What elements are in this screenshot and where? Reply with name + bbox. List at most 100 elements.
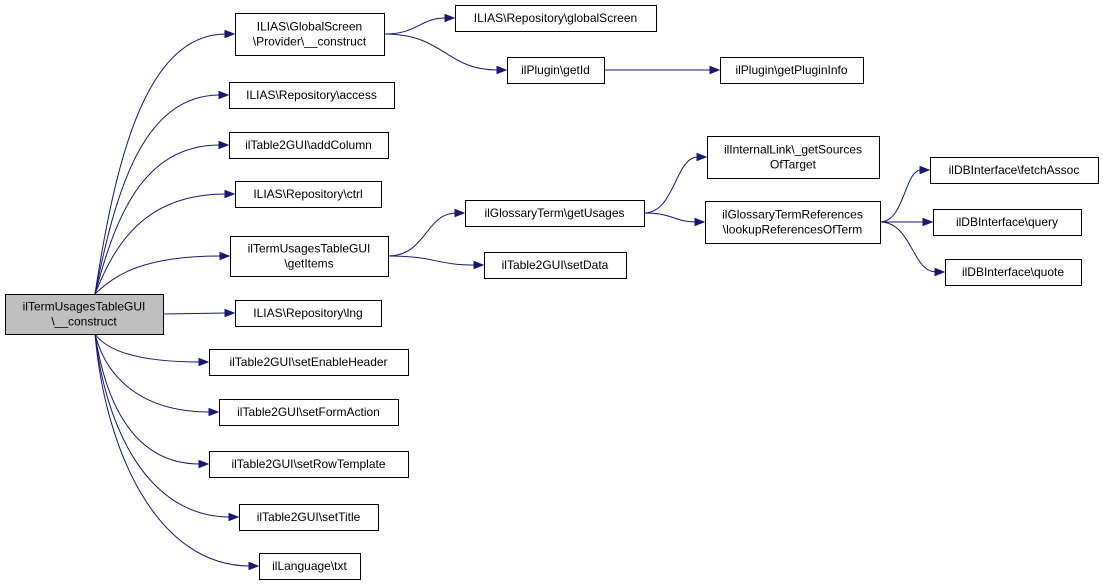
- node-setRowTemplate[interactable]: ilTable2GUI\setRowTemplate: [209, 451, 409, 478]
- node-setTitle[interactable]: ilTable2GUI\setTitle: [239, 504, 379, 531]
- edge-root-to-repo_access: [94, 90, 230, 295]
- node-label: ILIAS\Repository\lng: [253, 306, 362, 320]
- node-gs_construct[interactable]: ILIAS\GlobalScreen\Provider\__construct: [235, 13, 385, 56]
- edge-arrowhead: [248, 561, 260, 571]
- edge-line: [387, 212, 457, 257]
- node-label: ilGlossaryTermReferences: [722, 208, 863, 222]
- edge-root-to-setEnableHeader: [94, 333, 210, 367]
- node-label: ilPlugin\getId: [521, 63, 590, 77]
- node-box: [5, 294, 164, 335]
- edge-line: [879, 221, 937, 273]
- edge-root-to-txt: [94, 333, 260, 571]
- edge-arrowhead: [444, 13, 456, 23]
- node-box: [209, 349, 409, 376]
- edge-line: [94, 144, 221, 295]
- node-query[interactable]: ilDBInterface\query: [933, 209, 1082, 236]
- edge-getId-to-getPluginInfo: [604, 65, 721, 75]
- node-label: ilTable2GUI\setFormAction: [237, 405, 380, 419]
- node-label: ilDBInterface\quote: [962, 265, 1064, 279]
- edge-getUsages-to-getSources: [643, 152, 708, 214]
- node-box: [945, 259, 1082, 286]
- edge-arrowhead: [496, 65, 508, 75]
- edge-lookupRefs-to-fetchAssoc: [879, 165, 931, 223]
- node-label: ILIAS\Repository\ctrl: [253, 187, 362, 201]
- node-addColumn[interactable]: ilTable2GUI\addColumn: [229, 132, 389, 159]
- node-label: ILIAS\GlobalScreen: [257, 20, 362, 34]
- edge-root-to-setFormAction: [94, 333, 220, 417]
- node-setFormAction[interactable]: ilTable2GUI\setFormAction: [219, 399, 399, 426]
- edge-arrowhead: [694, 217, 706, 227]
- node-txt[interactable]: ilLanguage\txt: [259, 553, 361, 580]
- nodes-layer: ilTermUsagesTableGUI\__construct ILIAS\Gl…: [5, 5, 1099, 580]
- edge-arrowhead: [473, 260, 485, 270]
- node-box: [705, 201, 881, 244]
- edge-arrowhead: [219, 251, 231, 261]
- node-box: [259, 553, 361, 580]
- edge-getItems-to-getUsages: [387, 208, 466, 257]
- edges-layer: [94, 13, 946, 571]
- node-box: [235, 13, 385, 56]
- node-root[interactable]: ilTermUsagesTableGUI\__construct: [5, 294, 164, 335]
- edge-line: [94, 333, 251, 567]
- node-globalScreen[interactable]: ILIAS\Repository\globalScreen: [455, 5, 657, 32]
- node-label: ilInternalLink\_getSources: [724, 143, 862, 157]
- node-label: ilTable2GUI\addColumn: [245, 138, 372, 152]
- edge-arrowhead: [208, 407, 220, 417]
- edge-arrowhead: [198, 459, 210, 469]
- node-box: [455, 5, 657, 32]
- node-getPluginInfo[interactable]: ilPlugin\getPluginInfo: [720, 57, 864, 84]
- edge-arrowhead: [919, 165, 931, 175]
- edge-root-to-getItems: [94, 251, 231, 295]
- node-box: [235, 300, 382, 327]
- node-getId[interactable]: ilPlugin\getId: [507, 57, 605, 84]
- node-label: \getItems: [284, 257, 333, 271]
- node-repo_access[interactable]: ILIAS\Repository\access: [229, 82, 395, 109]
- edge-line: [387, 255, 476, 266]
- edge-arrowhead: [922, 217, 934, 227]
- edge-line: [94, 255, 222, 295]
- node-label: ilLanguage\txt: [272, 559, 347, 573]
- edge-arrowhead: [228, 512, 240, 522]
- node-label: ilTable2GUI\setRowTemplate: [231, 457, 385, 471]
- node-label: ilTable2GUI\setData: [502, 258, 609, 272]
- node-label: OfTarget: [770, 158, 817, 172]
- edge-root-to-repo_ctrl: [94, 189, 236, 295]
- node-lookupRefs[interactable]: ilGlossaryTermReferences\lookupReference…: [705, 201, 881, 244]
- node-getItems[interactable]: ilTermUsagesTableGUI\getItems: [230, 236, 389, 277]
- node-label: ilDBInterface\query: [956, 215, 1058, 229]
- edge-line: [643, 156, 699, 214]
- edge-root-to-addColumn: [94, 140, 230, 295]
- edge-line: [94, 94, 221, 295]
- node-box: [507, 57, 605, 84]
- edge-gs_construct-to-getId: [383, 33, 508, 75]
- edge-root-to-repo_lng: [162, 308, 236, 318]
- edge-root-to-setRowTemplate: [94, 333, 210, 469]
- edge-arrowhead: [696, 152, 708, 162]
- edge-getUsages-to-lookupRefs: [643, 212, 706, 227]
- edge-arrowhead: [198, 357, 210, 367]
- node-label: ilTable2GUI\setEnableHeader: [229, 355, 387, 369]
- edge-line: [879, 169, 922, 223]
- edge-line: [94, 333, 201, 465]
- node-quote[interactable]: ilDBInterface\quote: [945, 259, 1082, 286]
- node-box: [229, 132, 389, 159]
- node-setData[interactable]: ilTable2GUI\setData: [484, 252, 627, 279]
- node-fetchAssoc[interactable]: ilDBInterface\fetchAssoc: [930, 157, 1099, 184]
- node-label: ILIAS\Repository\access: [246, 88, 377, 102]
- node-label: \__construct: [51, 315, 117, 329]
- node-box: [235, 181, 382, 208]
- node-box: [229, 82, 395, 109]
- edge-line: [94, 193, 227, 295]
- node-label: ilTable2GUI\setTitle: [257, 510, 361, 524]
- node-getUsages[interactable]: ilGlossaryTerm\getUsages: [465, 200, 645, 227]
- node-label: ilTermUsagesTableGUI: [23, 300, 146, 314]
- node-label: ilGlossaryTerm\getUsages: [484, 206, 624, 220]
- edge-root-to-gs_construct: [94, 29, 236, 295]
- edge-arrowhead: [218, 140, 230, 150]
- node-repo_lng[interactable]: ILIAS\Repository\lng: [235, 300, 382, 327]
- node-setEnableHeader[interactable]: ilTable2GUI\setEnableHeader: [209, 349, 409, 376]
- edge-arrowhead: [218, 90, 230, 100]
- node-repo_ctrl[interactable]: ILIAS\Repository\ctrl: [235, 181, 382, 208]
